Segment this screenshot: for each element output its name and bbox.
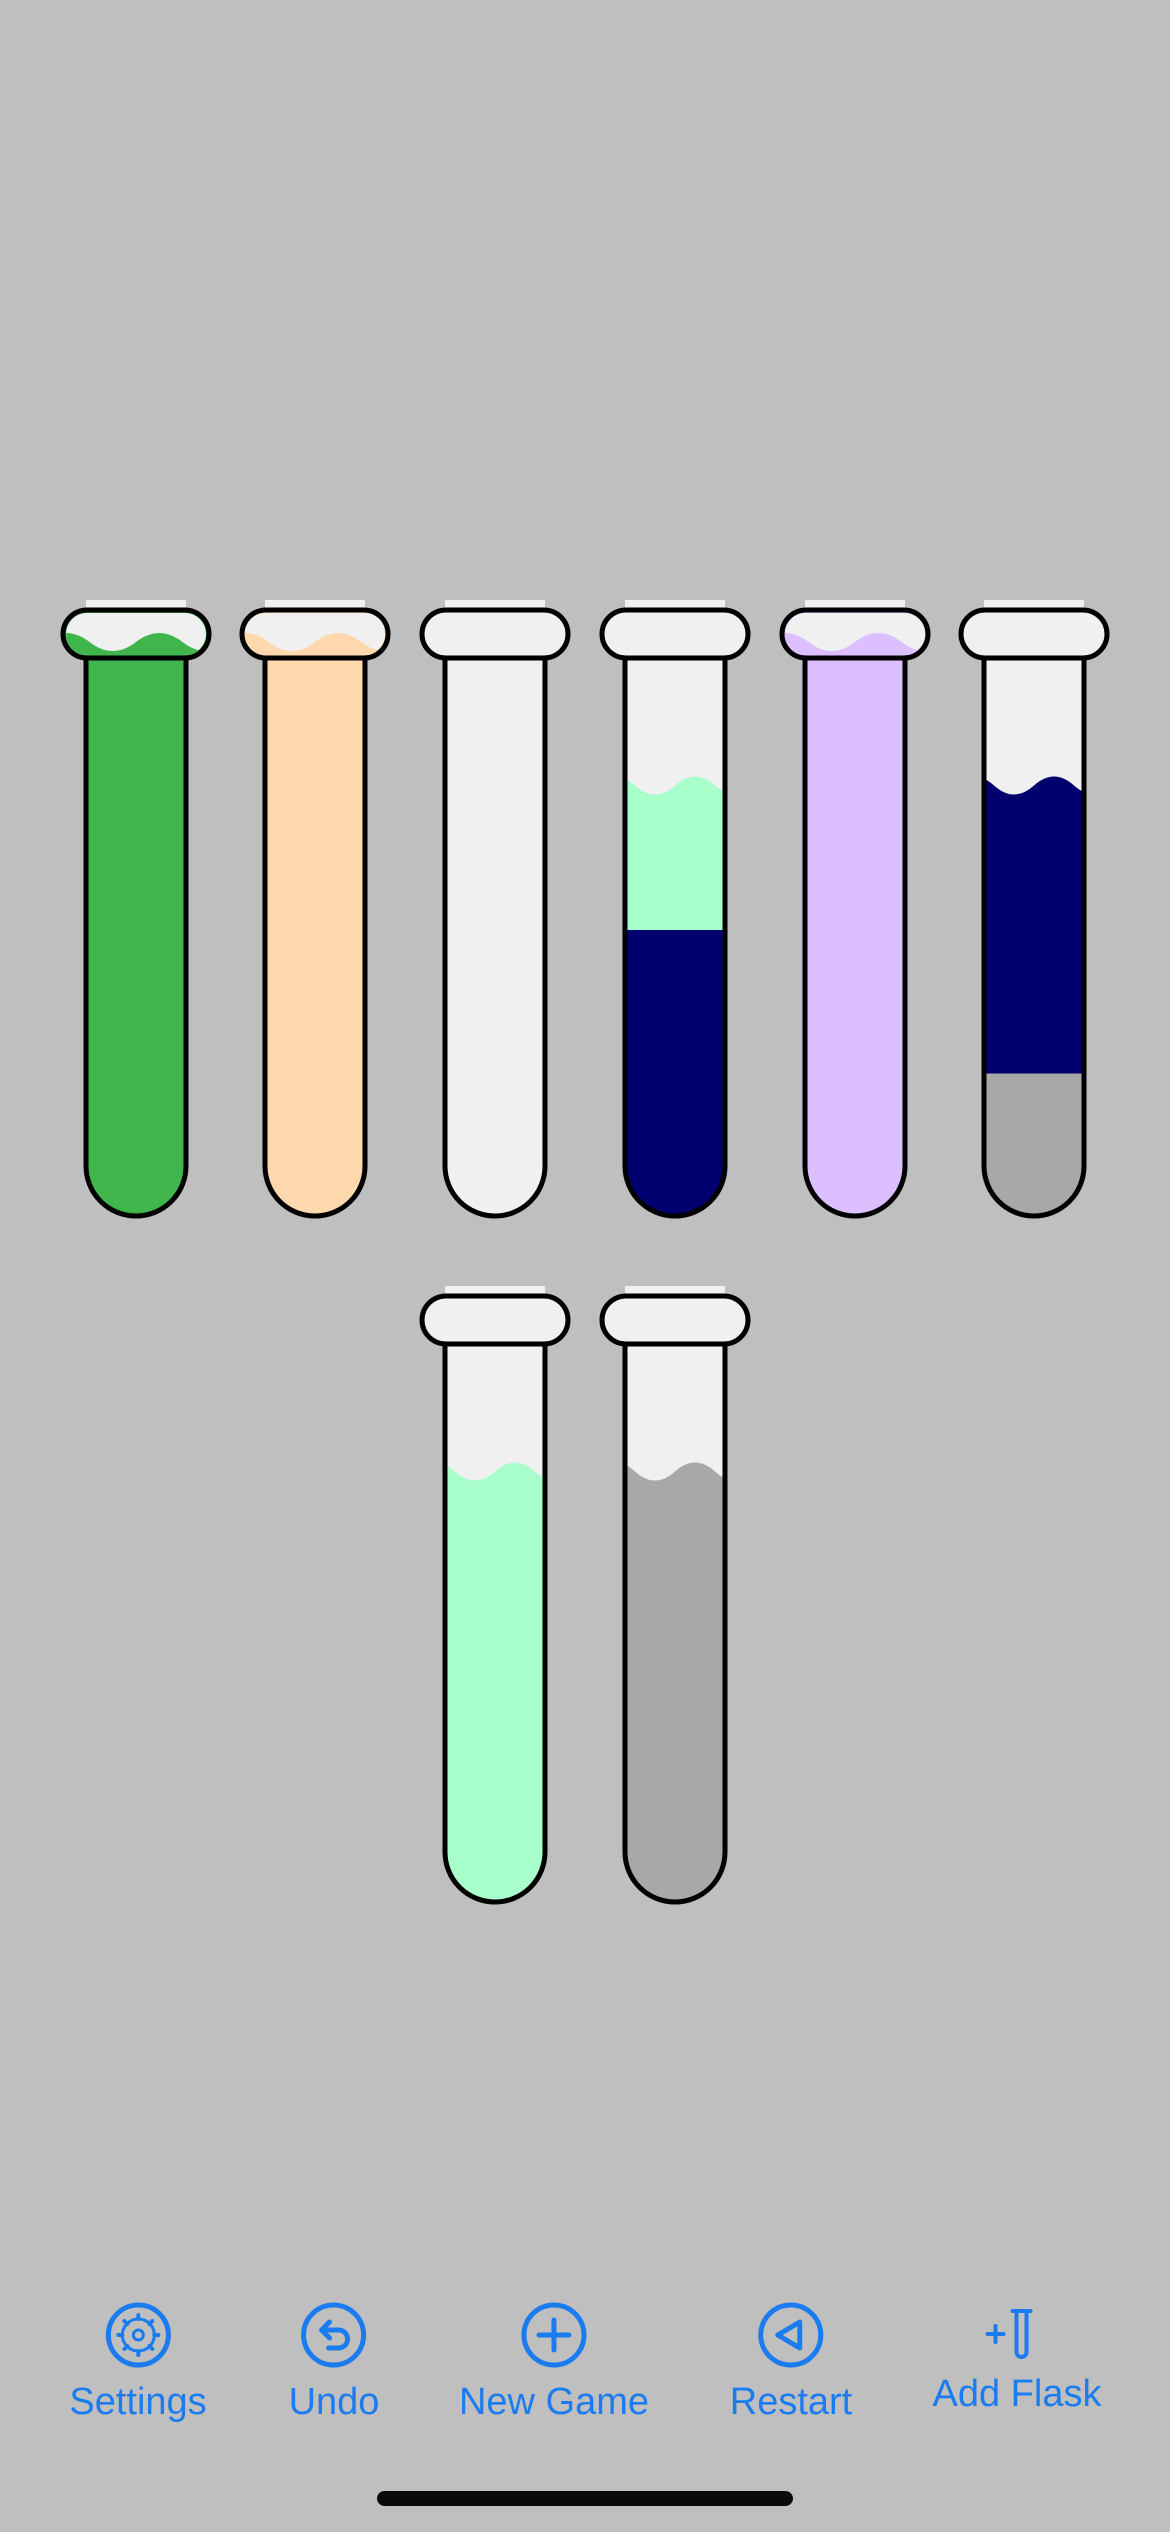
liquid-layer-lavender bbox=[805, 633, 905, 787]
liquid-layer-peach bbox=[265, 929, 365, 1074]
restart-label: Restart bbox=[729, 2381, 853, 2423]
liquid-layer-navy bbox=[984, 929, 1084, 1074]
liquid-layer-lavender bbox=[805, 929, 905, 1074]
liquid-layer-green bbox=[86, 785, 186, 930]
flask-6[interactable] bbox=[924, 550, 1144, 1276]
liquid-layer-peach bbox=[265, 785, 365, 930]
liquid-layer-gray bbox=[984, 1072, 1084, 1216]
liquid-layer-peach bbox=[265, 633, 365, 787]
flask-outline bbox=[262, 656, 368, 1219]
flask-outline bbox=[802, 656, 908, 1219]
liquid-layer-gray bbox=[625, 1758, 725, 1902]
flask-8[interactable] bbox=[565, 1236, 785, 1962]
add-flask-button[interactable]: Add Flask bbox=[932, 2306, 1102, 2416]
home-indicator bbox=[377, 2491, 793, 2506]
flask-2[interactable] bbox=[205, 550, 425, 1276]
flask-outline bbox=[442, 656, 548, 1219]
flask-4[interactable] bbox=[565, 550, 785, 1276]
add-flask-label: Add Flask bbox=[932, 2373, 1102, 2415]
flask-7[interactable] bbox=[385, 1236, 605, 1962]
plus-circle-icon bbox=[521, 2302, 587, 2368]
flask-3[interactable] bbox=[385, 550, 605, 1256]
flask-1[interactable] bbox=[26, 550, 246, 1276]
flask-5[interactable] bbox=[745, 550, 965, 1276]
liquid-layer-gray bbox=[625, 1615, 725, 1760]
flask-outline bbox=[442, 1342, 548, 1905]
liquid-layer-navy bbox=[984, 776, 1084, 930]
liquid-layer-mint bbox=[445, 1758, 545, 1902]
liquid-layer-mint bbox=[445, 1615, 545, 1760]
flask-outline bbox=[83, 656, 189, 1219]
flask-outline bbox=[622, 1342, 728, 1905]
liquid-layer-green bbox=[86, 929, 186, 1074]
liquid-layer-mint bbox=[445, 1462, 545, 1616]
settings-button[interactable]: Settings bbox=[69, 2300, 207, 2424]
undo-label: Undo bbox=[288, 2381, 380, 2423]
new-game-label: New Game bbox=[458, 2381, 650, 2423]
flask-outline bbox=[622, 656, 728, 1219]
restart-button[interactable]: Restart bbox=[730, 2300, 852, 2424]
restart-triangle-icon bbox=[758, 2302, 824, 2368]
liquid-layer-gray bbox=[625, 1462, 725, 1616]
liquid-layer-green bbox=[86, 633, 186, 787]
gear-icon bbox=[105, 2302, 171, 2368]
undo-button[interactable]: Undo bbox=[288, 2300, 380, 2424]
new-game-button[interactable]: New Game bbox=[459, 2300, 649, 2424]
liquid-layer-mint bbox=[625, 776, 725, 930]
flask-outline bbox=[981, 656, 1087, 1219]
liquid-layer-navy bbox=[625, 1072, 725, 1216]
liquid-layer-green bbox=[86, 1072, 186, 1216]
settings-label: Settings bbox=[69, 2381, 207, 2423]
add-flask-icon bbox=[986, 2309, 1033, 2359]
liquid-layer-peach bbox=[265, 1072, 365, 1216]
liquid-layer-navy bbox=[625, 929, 725, 1074]
undo-arrow-icon bbox=[301, 2302, 367, 2368]
liquid-layer-lavender bbox=[805, 1072, 905, 1216]
liquid-layer-lavender bbox=[805, 785, 905, 930]
